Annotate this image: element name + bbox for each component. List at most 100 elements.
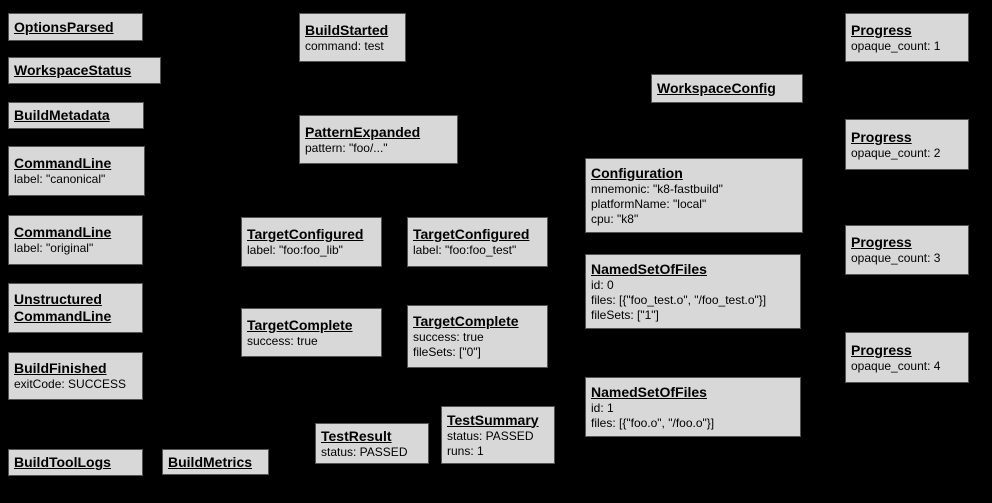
event-node-title: TargetComplete — [413, 313, 542, 330]
event-node-title-line: CommandLine — [14, 155, 112, 171]
event-node-title-line: BuildMetadata — [14, 107, 110, 123]
event-node-attributes: exitCode: SUCCESS — [14, 377, 137, 392]
event-node-title-line: WorkspaceConfig — [657, 80, 776, 96]
event-node-title-line: BuildMetrics — [168, 453, 253, 470]
event-node-title-line: OptionsParsed — [14, 18, 114, 35]
event-node-attributes: command: test — [305, 39, 400, 54]
event-node-attributes: opaque_count: 2 — [851, 146, 963, 161]
event-node-attribute: label: "canonical" — [14, 172, 106, 186]
event-node-title-line: Progress — [851, 21, 912, 38]
event-node-title-line: PatternExpanded — [305, 123, 421, 140]
event-node-title: TestResult — [321, 428, 423, 445]
event-node-attribute: id: 1 — [591, 400, 614, 415]
event-node-title-line: NamedSetOfFiles — [591, 383, 707, 400]
event-node-targetcomplete: TargetComplete success: true — [241, 308, 382, 357]
event-node-attributes: label: "foo:foo_test" — [413, 243, 542, 258]
event-node-testresult: TestResult status: PASSED — [315, 423, 429, 464]
event-node-title: Progress — [851, 342, 963, 359]
event-node-attribute: command: test — [305, 38, 384, 53]
event-node-attributes: label: "canonical" — [14, 172, 139, 187]
event-node-title: BuildMetadata — [14, 107, 138, 124]
event-node-buildmetadata: BuildMetadata — [8, 102, 144, 129]
event-node-title: PatternExpanded — [305, 124, 452, 141]
event-node-progress: Progress opaque_count: 1 — [845, 13, 969, 62]
event-node-patternexpanded: PatternExpanded pattern: "foo/..." — [299, 115, 458, 164]
event-node-optionsparsed: OptionsParsed — [8, 13, 143, 41]
event-node-attributes: mnemonic: "k8-fastbuild"platformName: "l… — [591, 182, 797, 227]
event-node-title-line: TargetComplete — [413, 313, 519, 329]
event-node-attribute: success: true — [247, 333, 318, 348]
event-node-title-line: TargetConfigured — [413, 226, 530, 242]
event-node-progress: Progress opaque_count: 4 — [845, 332, 969, 383]
event-node-attribute: files: [{"foo_test.o", "/foo_test.o"}] — [591, 292, 767, 307]
event-node-attributes: opaque_count: 1 — [851, 39, 963, 54]
event-node-attribute: runs: 1 — [447, 443, 484, 458]
event-node-title-line: Progress — [851, 341, 912, 358]
event-node-buildstarted: BuildStarted command: test — [299, 13, 406, 62]
event-node-attribute: id: 0 — [591, 277, 614, 292]
event-node-attribute: label: "foo:foo_test" — [413, 243, 517, 257]
event-node-attribute: pattern: "foo/..." — [305, 140, 388, 155]
event-node-attribute: status: PASSED — [321, 444, 408, 459]
event-node-attribute: fileSets: ["1"] — [591, 307, 659, 322]
event-node-attribute: label: "foo:foo_lib" — [247, 243, 343, 257]
event-node-title-line: Configuration — [591, 164, 683, 181]
event-node-title-line: Progress — [851, 128, 912, 145]
event-node-attributes: label: "original" — [14, 241, 137, 256]
event-node-attributes: opaque_count: 4 — [851, 359, 963, 374]
event-node-title-line: Progress — [851, 234, 912, 250]
event-node-configuration: Configuration mnemonic: "k8-fastbuild"pl… — [585, 158, 803, 233]
event-node-title: TargetConfigured — [413, 226, 542, 243]
event-node-title-line: BuildStarted — [305, 21, 389, 38]
event-node-attribute: files: [{"foo.o", "/foo.o"}] — [591, 415, 715, 430]
event-node-attribute: opaque_count: 2 — [851, 145, 941, 160]
event-node-title: WorkspaceConfig — [657, 80, 797, 97]
event-node-buildtoollogs: BuildToolLogs — [8, 449, 143, 476]
event-node-title-line: TestSummary — [447, 411, 539, 428]
event-node-title: Progress — [851, 129, 963, 146]
event-node-attribute: exitCode: SUCCESS — [14, 377, 127, 391]
event-node-title-line: BuildToolLogs — [14, 454, 111, 470]
event-node-progress: Progress opaque_count: 3 — [845, 225, 969, 275]
event-node-title-line: Unstructured — [14, 291, 102, 307]
event-node-attribute: fileSets: ["0"] — [413, 345, 481, 359]
event-node-title: Configuration — [591, 165, 797, 182]
event-node-workspacestatus: WorkspaceStatus — [8, 57, 161, 84]
event-node-commandline: CommandLine label: "canonical" — [8, 146, 145, 196]
event-node-attributes: pattern: "foo/..." — [305, 141, 452, 156]
event-node-title: NamedSetOfFiles — [591, 261, 795, 278]
event-node-title: BuildToolLogs — [14, 454, 137, 471]
event-node-attribute: success: true — [413, 330, 484, 344]
event-node-title: Progress — [851, 234, 963, 251]
event-node-commandline: CommandLine label: "original" — [8, 215, 143, 265]
event-node-attribute: opaque_count: 4 — [851, 358, 941, 373]
event-node-title-line: BuildFinished — [14, 360, 107, 376]
event-node-workspaceconfig: WorkspaceConfig — [651, 74, 803, 103]
event-node-attributes: opaque_count: 3 — [851, 251, 963, 266]
event-node-title-line: TargetComplete — [247, 316, 353, 333]
event-node-attribute: opaque_count: 1 — [851, 38, 941, 53]
event-node-attribute: platformName: "local" — [591, 196, 707, 211]
event-node-title-line: NamedSetOfFiles — [591, 260, 707, 277]
event-node-attribute: cpu: "k8" — [591, 211, 639, 226]
event-node-title: TestSummary — [447, 412, 549, 429]
event-node-title-line: TestResult — [321, 427, 392, 444]
event-node-title: BuildStarted — [305, 22, 400, 39]
event-node-title-line: TargetConfigured — [247, 226, 364, 242]
event-node-attributes: label: "foo:foo_lib" — [247, 243, 376, 258]
event-node-attributes: success: true — [247, 334, 376, 349]
event-node-attribute: opaque_count: 3 — [851, 251, 941, 265]
event-node-title: WorkspaceStatus — [14, 62, 155, 79]
event-node-attribute: label: "original" — [14, 241, 94, 255]
event-node-progress: Progress opaque_count: 2 — [845, 119, 969, 170]
